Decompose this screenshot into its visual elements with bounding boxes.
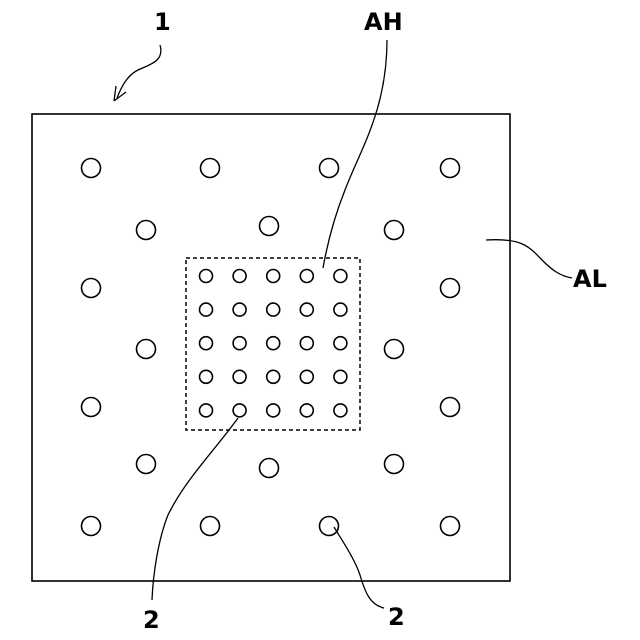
high-density-hole (267, 337, 280, 350)
hole-ref-label-right: 2 (388, 603, 405, 631)
hole-ref-label-left: 2 (143, 606, 160, 634)
high-density-hole (300, 337, 313, 350)
high-density-hole (334, 404, 347, 417)
low-density-hole (137, 340, 156, 359)
low-density-hole (82, 159, 101, 178)
low-density-hole (201, 517, 220, 536)
low-density-hole (82, 517, 101, 536)
high-density-hole (200, 270, 213, 283)
high-density-hole (200, 303, 213, 316)
low-density-hole (320, 159, 339, 178)
low-density-hole (260, 459, 279, 478)
low-density-hole (201, 159, 220, 178)
high-density-hole (334, 337, 347, 350)
low-density-hole (441, 398, 460, 417)
high-density-hole (200, 404, 213, 417)
low-density-hole (385, 221, 404, 240)
low-density-hole (441, 159, 460, 178)
high-density-hole (300, 270, 313, 283)
low-density-hole (385, 455, 404, 474)
high-density-hole (334, 303, 347, 316)
high-density-hole (267, 370, 280, 383)
high-density-hole (233, 337, 246, 350)
high-density-area-label: AH (364, 8, 403, 36)
high-density-hole (267, 404, 280, 417)
high-density-hole (200, 337, 213, 350)
high-density-hole (233, 270, 246, 283)
low-density-hole (137, 455, 156, 474)
device-arrowhead (114, 86, 126, 101)
low-density-hole (260, 217, 279, 236)
high-density-hole (300, 404, 313, 417)
high-density-hole (267, 303, 280, 316)
high-density-hole (233, 404, 246, 417)
low-density-area-label: AL (573, 265, 607, 293)
low-density-hole (441, 517, 460, 536)
low-density-hole (82, 279, 101, 298)
high-density-hole (300, 370, 313, 383)
high-density-hole (233, 370, 246, 383)
low-density-hole (385, 340, 404, 359)
low-density-hole (320, 517, 339, 536)
high-density-hole (334, 270, 347, 283)
high-density-hole (200, 370, 213, 383)
low-density-hole (82, 398, 101, 417)
high-density-hole (267, 270, 280, 283)
device-leader-arrow (117, 45, 161, 98)
low-density-hole (441, 279, 460, 298)
high-density-hole (334, 370, 347, 383)
device-ref-label: 1 (154, 8, 171, 36)
high-density-hole (233, 303, 246, 316)
low-density-hole (137, 221, 156, 240)
high-density-hole (300, 303, 313, 316)
